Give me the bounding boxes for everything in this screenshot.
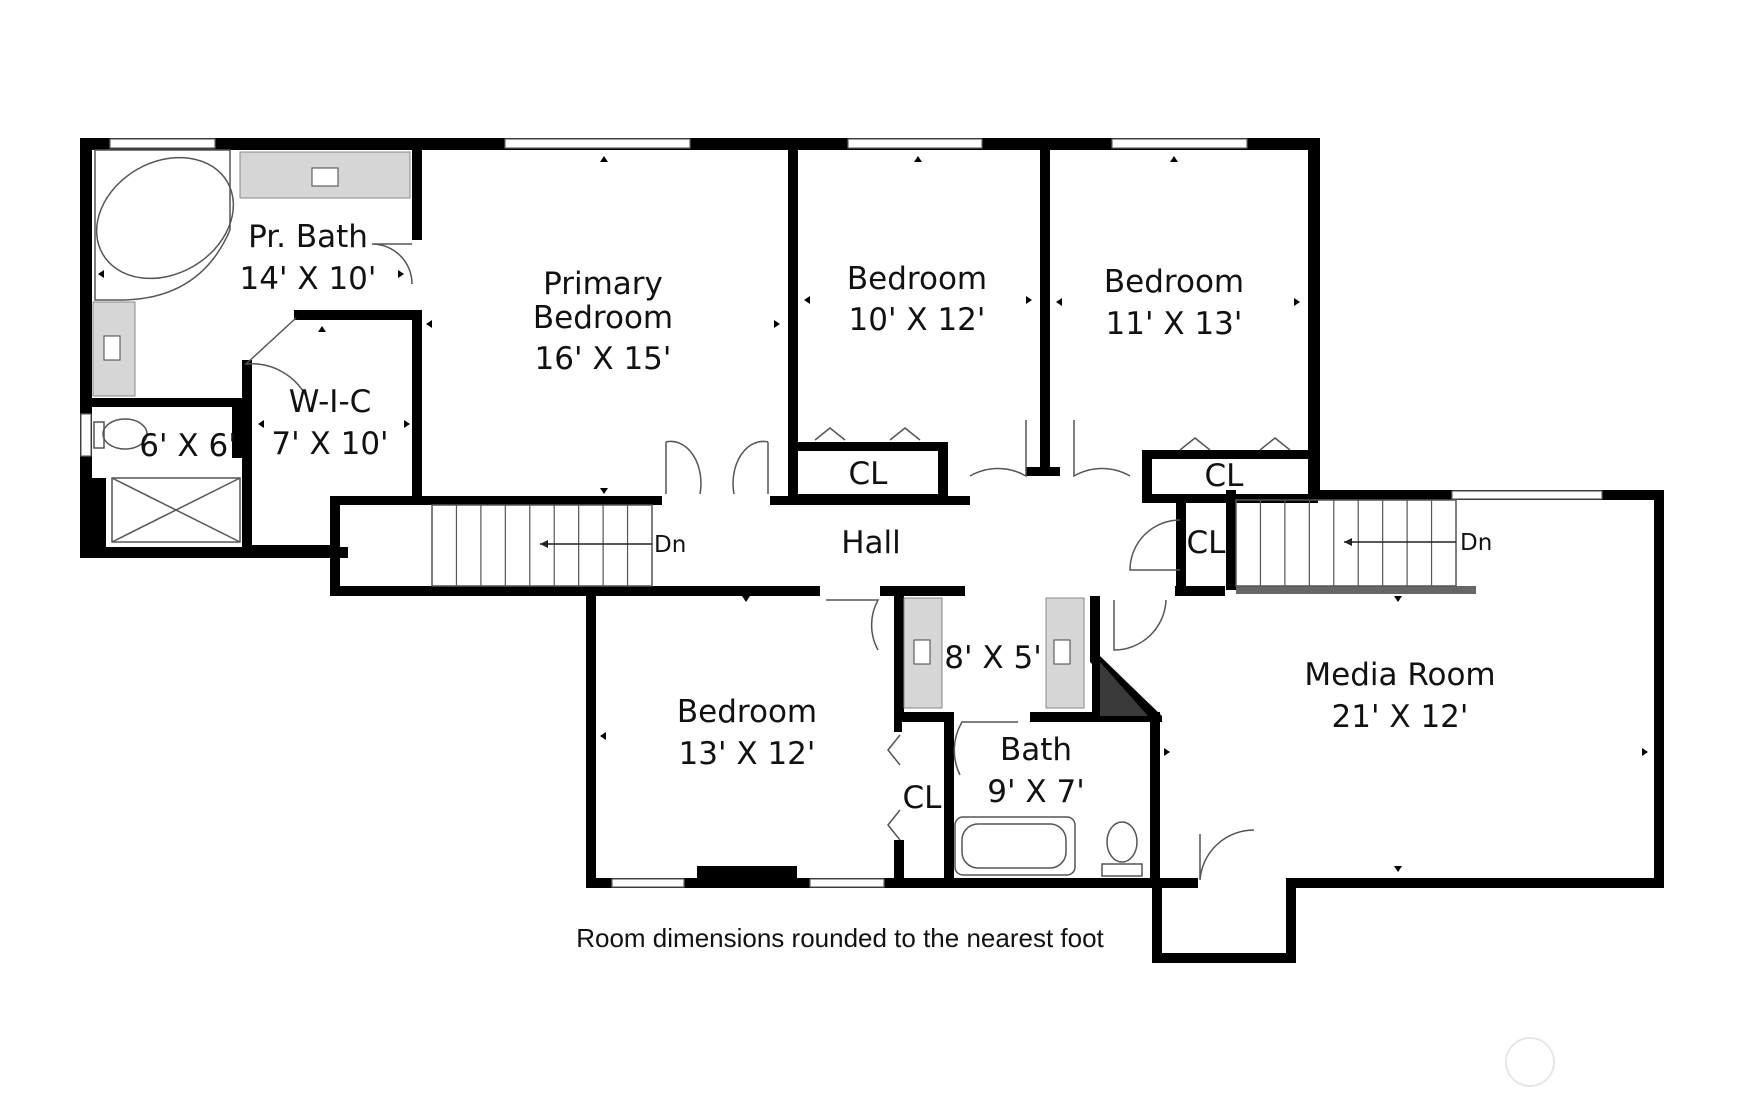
bath-name: Bath bbox=[1000, 732, 1072, 768]
footnote: Room dimensions rounded to the nearest f… bbox=[576, 923, 1104, 953]
toilet-room-dims: 6' X 6' bbox=[139, 428, 236, 464]
room-labels: Pr. Bath 14' X 10' Primary Bedroom 16' X… bbox=[139, 219, 1495, 953]
doors bbox=[243, 243, 1291, 881]
dimension-ticks bbox=[98, 156, 1648, 872]
primary-bedroom-dims: 16' X 15' bbox=[535, 341, 672, 377]
bedroom-4-name: Bedroom bbox=[677, 694, 817, 730]
bedroom-3-name: Bedroom bbox=[1104, 264, 1244, 300]
bedroom-2-dims: 10' X 12' bbox=[849, 302, 986, 338]
primary-bedroom-name-line1: Primary bbox=[543, 266, 663, 302]
bath-dims: 9' X 7' bbox=[987, 774, 1084, 810]
stairs-right-label: Dn bbox=[1460, 530, 1492, 556]
stairs-left-label: Dn bbox=[654, 532, 686, 558]
vanity-dims: 8' X 5' bbox=[944, 640, 1041, 676]
hall-label: Hall bbox=[841, 525, 901, 561]
bedroom-4-dims: 13' X 12' bbox=[679, 736, 816, 772]
stairs-left: Dn bbox=[431, 504, 686, 587]
windows bbox=[80, 138, 1603, 888]
walls bbox=[80, 138, 1664, 963]
primary-bedroom-name-line2: Bedroom bbox=[533, 300, 673, 336]
cl-hall: CL bbox=[1187, 525, 1227, 561]
cl-bedroom3: CL bbox=[1205, 458, 1245, 494]
primary-bath-name: Pr. Bath bbox=[248, 219, 368, 255]
primary-bath-dims: 14' X 10' bbox=[240, 261, 377, 297]
bedroom-2-name: Bedroom bbox=[847, 261, 987, 297]
cl-bedroom4: CL bbox=[903, 780, 943, 816]
cl-bedroom2: CL bbox=[849, 456, 889, 492]
wic-name: W-I-C bbox=[289, 384, 372, 420]
fixtures bbox=[92, 149, 1143, 877]
media-room-name: Media Room bbox=[1304, 657, 1495, 693]
media-room-dims: 21' X 12' bbox=[1332, 699, 1469, 735]
watermark-logo bbox=[1505, 1037, 1555, 1087]
wic-dims: 7' X 10' bbox=[271, 426, 388, 462]
bedroom-3-dims: 11' X 13' bbox=[1106, 306, 1243, 342]
stairs-right: Dn bbox=[1235, 499, 1492, 587]
